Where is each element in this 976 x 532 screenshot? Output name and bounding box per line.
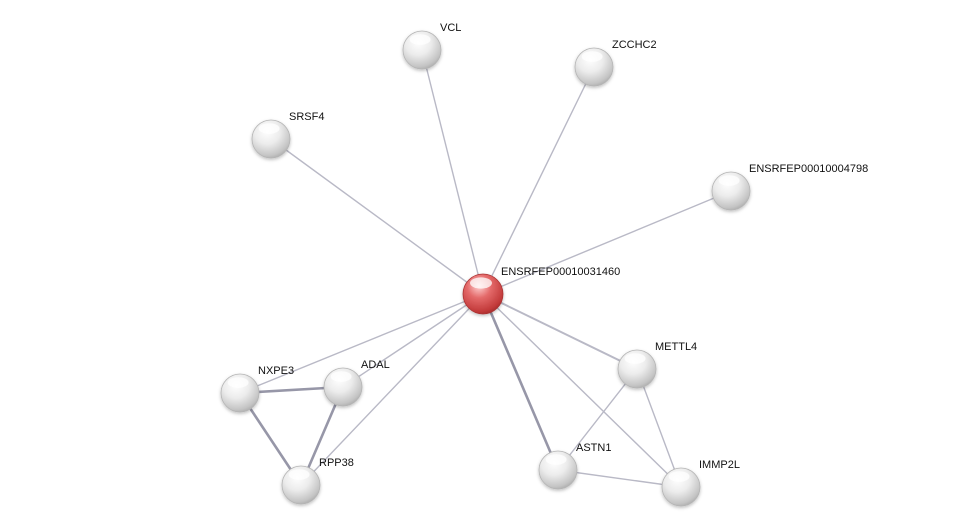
edge-center-astn1 [481, 292, 560, 472]
node-label-nxpe3: NXPE3 [258, 365, 294, 377]
node-adal[interactable]: ADAL [323, 359, 390, 407]
node-highlight-zcchc2 [581, 51, 603, 62]
node-highlight-srsf4 [258, 123, 280, 134]
node-highlight-vcl [409, 34, 431, 45]
node-layer: ENSRFEP00010031460 VCL ZCCHC2SRSF4ENSRFEP0… [220, 22, 868, 507]
edge-center-zcchc2 [482, 66, 595, 295]
node-highlight-immp2l [668, 471, 690, 482]
node-zcchc2[interactable]: ZCCHC2 [574, 39, 657, 87]
node-highlight-nxpe3 [227, 377, 249, 388]
node-label-center: ENSRFEP00010031460 [501, 266, 620, 278]
node-highlight-rpp38 [288, 469, 310, 480]
node-center[interactable]: ENSRFEP00010031460 [462, 266, 620, 315]
node-immp2l[interactable]: IMMP2L [661, 459, 740, 507]
node-label-immp2l: IMMP2L [699, 459, 740, 471]
node-label-vcl: VCL [440, 22, 461, 34]
node-nxpe3[interactable]: NXPE3 [220, 365, 294, 413]
node-label-adal: ADAL [361, 359, 390, 371]
edge-mettl4-immp2l [636, 368, 682, 488]
node-astn1[interactable]: ASTN1 [538, 442, 611, 490]
node-highlight-astn1 [545, 454, 567, 465]
node-label-ens4798: ENSRFEP00010004798 [749, 163, 868, 175]
node-highlight-center [470, 277, 492, 289]
node-label-mettl4: METTL4 [655, 341, 697, 353]
edge-center-nxpe3 [239, 293, 484, 394]
node-highlight-mettl4 [624, 353, 646, 364]
edge-astn1-immp2l [557, 469, 682, 488]
node-mettl4[interactable]: METTL4 [617, 341, 697, 389]
node-label-astn1: ASTN1 [576, 442, 611, 454]
node-srsf4[interactable]: SRSF4 [251, 111, 324, 159]
edge-center-mettl4 [482, 293, 638, 370]
node-rpp38[interactable]: RPP38 [281, 457, 354, 505]
node-label-rpp38: RPP38 [319, 457, 354, 469]
edge-center-ens4798 [482, 190, 732, 295]
node-highlight-adal [330, 371, 352, 382]
edge-center-rpp38 [300, 293, 484, 486]
node-vcl[interactable]: VCL [402, 22, 461, 70]
node-label-srsf4: SRSF4 [289, 111, 324, 123]
node-highlight-ens4798 [718, 175, 740, 186]
edge-center-adal [342, 293, 484, 388]
node-ens4798[interactable]: ENSRFEP00010004798 [711, 163, 868, 211]
edge-center-srsf4 [270, 138, 484, 295]
node-label-zcchc2: ZCCHC2 [612, 39, 657, 51]
edge-center-immp2l [482, 293, 682, 488]
edge-center-vcl [421, 49, 484, 295]
edge-mettl4-astn1 [557, 368, 638, 471]
